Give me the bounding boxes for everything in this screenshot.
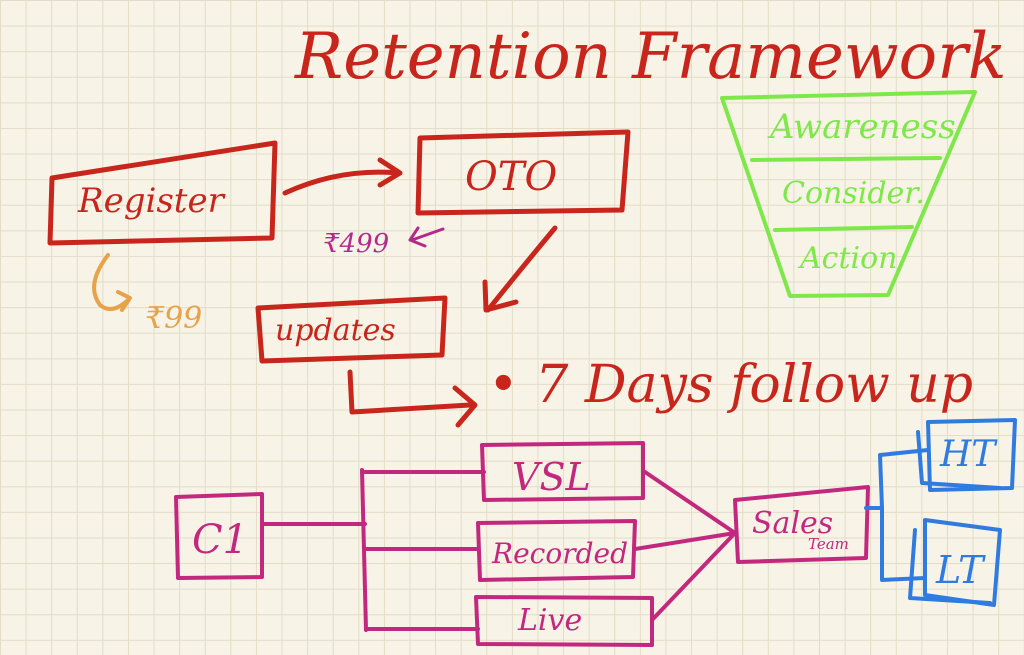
register-label: Register — [77, 181, 226, 221]
ht-label: HT — [939, 434, 998, 475]
funnel-outline — [720, 90, 977, 298]
arrow-oto-to-updates — [485, 225, 558, 313]
updates-box — [255, 295, 448, 364]
funnel-divider-1 — [750, 156, 942, 162]
funnel-stage-consider: Consider. — [782, 176, 925, 211]
c1-box — [174, 492, 264, 580]
vsl-box — [480, 441, 645, 502]
arrow-register-to-oto — [282, 169, 401, 196]
lt-box — [923, 518, 1002, 607]
connector-recorded-to-sales — [633, 531, 737, 551]
live-label: Live — [517, 603, 582, 638]
oto-node: OTO — [415, 129, 631, 216]
register-price-arrow — [92, 253, 132, 312]
c1-label: C1 — [192, 517, 248, 563]
arrow-head-followup — [452, 385, 478, 428]
funnel: Awareness Consider. Action — [720, 90, 977, 298]
connector-sales-to-outcomes — [864, 448, 930, 582]
recorded-node: Recorded — [476, 519, 637, 582]
register-node: Register — [47, 140, 278, 246]
sales-label: Sales — [752, 506, 833, 541]
vsl-label: VSL — [512, 455, 591, 499]
funnel-stage-action: Action — [797, 241, 898, 276]
register-price: ₹99 — [145, 301, 202, 336]
recorded-box — [476, 519, 637, 582]
vsl-node: VSL — [480, 441, 645, 502]
sales-team-label: Team — [808, 535, 849, 553]
oto-label: OTO — [465, 154, 557, 200]
register-box — [47, 140, 278, 246]
connector-live-to-sales — [650, 531, 737, 622]
live-node: Live — [474, 595, 654, 647]
arrow-head-updates — [482, 279, 519, 313]
arrow-head-oto — [377, 157, 403, 188]
lt-label: LT — [935, 548, 986, 592]
updates-node: updates — [255, 295, 448, 364]
oto-price: ₹499 — [323, 229, 389, 259]
recorded-label: Recorded — [491, 537, 628, 570]
c1-node: C1 — [174, 492, 264, 580]
oto-box — [415, 129, 631, 216]
ht-node: HT — [916, 418, 1017, 492]
connector-vsl-to-sales — [643, 470, 737, 535]
ht-box-back — [916, 430, 1002, 490]
diagram-title: Retention Framework — [294, 20, 1007, 94]
connector-branch — [360, 468, 368, 632]
sales-team-box — [733, 485, 870, 564]
lt-node: LT — [908, 518, 1002, 607]
arrow-updates-to-followup — [347, 369, 473, 415]
funnel-stage-awareness: Awareness — [767, 107, 956, 147]
updates-label: updates — [275, 313, 396, 348]
funnel-divider-2 — [773, 225, 914, 232]
live-box — [474, 595, 654, 647]
ht-box — [926, 418, 1017, 492]
follow-up-label: • 7 Days follow up — [488, 355, 973, 415]
sales-team-node: Sales Team — [733, 485, 870, 564]
oto-price-arrow — [408, 226, 445, 248]
